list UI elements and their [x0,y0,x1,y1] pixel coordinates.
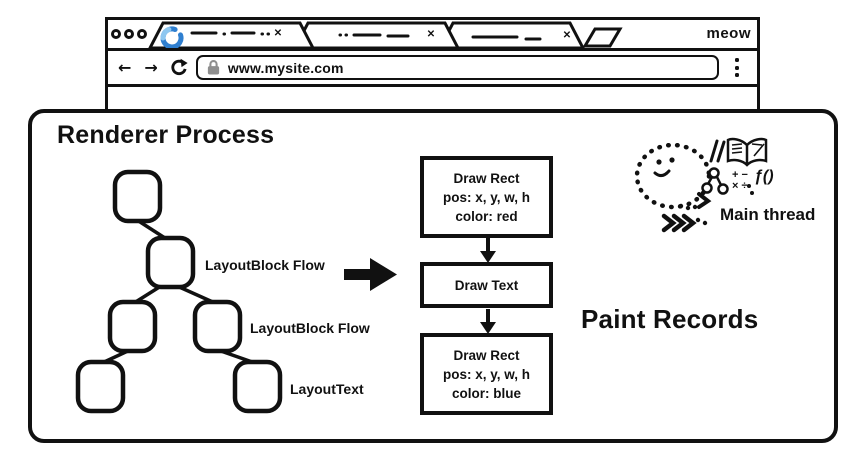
arrow-down-icon [480,309,496,334]
window-controls [111,29,147,39]
paint-record-line: Draw Rect [453,347,520,363]
function-icon: ƒ() [754,168,774,185]
layout-tree [75,169,283,414]
math-symbols-icon: + − [732,169,748,181]
arrow-right-icon [344,258,397,291]
book-icon [726,137,768,167]
close-tab-icon[interactable]: ✕ [562,30,572,41]
arrow-down-icon [480,238,496,263]
mini-tree-icon [701,167,729,195]
paint-record-draw-rect-blue: Draw Rect pos: x, y, w, h color: blue [420,333,553,415]
close-tab-icon[interactable]: ✕ [426,29,436,40]
tree-node-child-left [107,299,158,354]
dotted-trail [678,184,754,226]
tab-strip: ✕ ✕ ✕ meow [108,20,757,51]
menu-kebab-icon[interactable] [735,58,739,77]
new-tab-button[interactable] [582,27,623,48]
speed-chevrons-icon [661,213,697,233]
paint-records-heading: Paint Records [581,304,759,334]
tree-label-layoutblock-flow-1: LayoutBlock Flow [205,257,325,273]
window-control-dot[interactable] [111,29,121,39]
paint-record-line: Draw Rect [453,170,520,186]
close-tab-icon[interactable]: ✕ [273,28,283,39]
address-bar[interactable]: www.mysite.com [195,55,719,80]
tree-node-layoutblock-2 [192,299,243,354]
tab-1[interactable] [148,21,315,48]
chevron-icon [697,192,712,209]
tree-node-leaf-left [75,359,126,414]
paint-record-line: color: blue [451,385,521,401]
tree-label-layouttext: LayoutText [290,381,364,397]
paint-record-line: pos: x, y, w, h [442,189,530,205]
lock-icon [207,60,219,75]
spinner-icon [160,26,184,48]
tree-node-layoutblock-1 [145,235,196,290]
face-smile [653,169,671,178]
tree-nodes [75,169,283,414]
browser-viewport [108,87,757,112]
tree-node-layouttext [232,359,283,414]
main-thread-label: Main thread [720,205,816,224]
browser-window: ✕ ✕ ✕ meow ← → www.mysite.com [105,17,760,112]
paint-record-draw-rect-red: Draw Rect pos: x, y, w, h color: red [420,156,553,238]
window-control-dot[interactable] [137,29,147,39]
paint-record-line: Draw Text [454,277,519,293]
paint-record-line: pos: x, y, w, h [442,366,530,382]
back-icon[interactable]: ← [118,57,132,77]
toolbar: ← → www.mysite.com [108,51,757,87]
dotted-face-outline [634,142,712,210]
main-thread-character: + − × ÷ ƒ() [634,137,774,233]
tabs-illustration [148,21,623,48]
tree-node-root [112,169,163,224]
diagram-title: Renderer Process [57,121,275,149]
tree-label-layoutblock-flow-2: LayoutBlock Flow [250,320,370,336]
reload-icon[interactable] [169,58,188,77]
url-text[interactable]: www.mysite.com [227,59,344,76]
paint-record-draw-text: Draw Text [420,262,553,308]
browser-brand-label: meow [706,25,751,42]
forward-icon[interactable]: → [144,57,158,77]
face-eyes [656,157,675,165]
paint-record-line: color: red [455,208,518,224]
renderer-process-box: Renderer Process LayoutBlock Flow Layout… [28,109,838,443]
pencils-icon [709,139,726,163]
tab-title-scribble [190,31,542,41]
window-control-dot[interactable] [124,29,134,39]
math-symbols-icon: × ÷ [732,180,748,192]
